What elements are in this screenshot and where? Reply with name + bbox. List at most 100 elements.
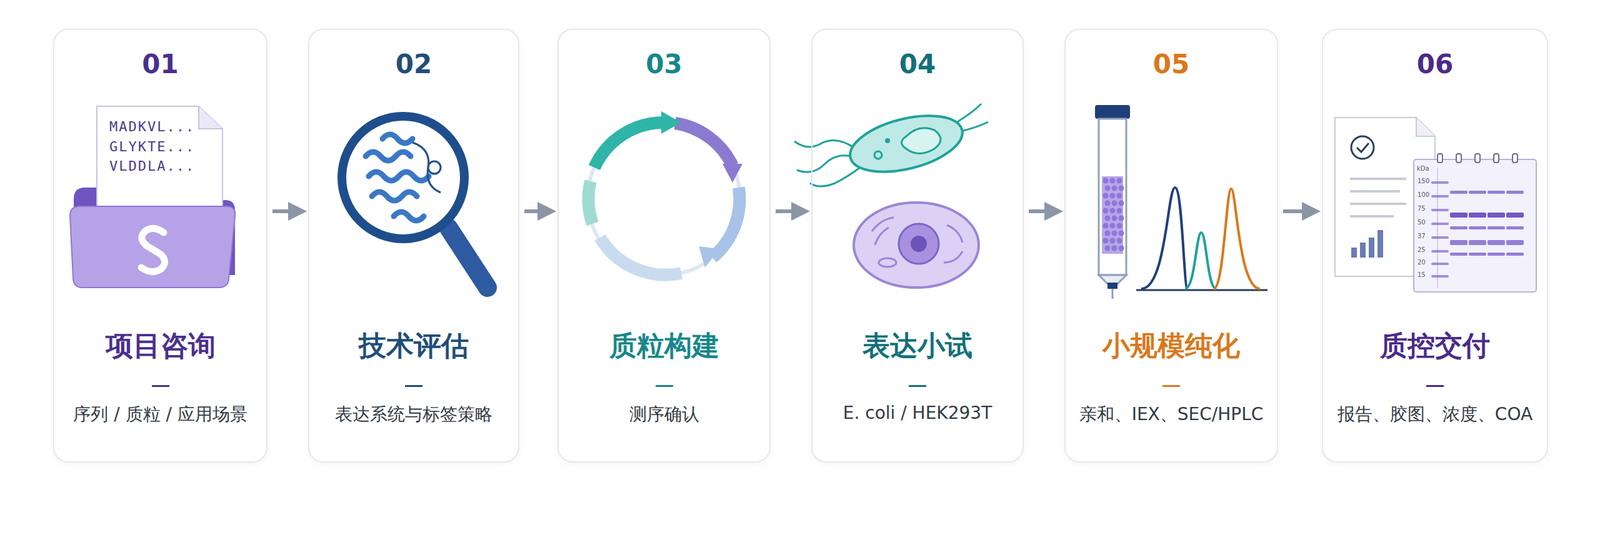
resin-bead [1110,223,1116,229]
step-title: 小规模纯化 [1065,327,1277,365]
step-subtitle: E. coli / HEK293T [812,402,1023,424]
step-number: 05 [1065,48,1277,80]
gel-band [1506,240,1524,245]
ladder-size: 25 [1417,246,1426,254]
gel-band [1487,252,1505,256]
gel-band [1468,252,1487,256]
plasmid-icon [587,111,743,275]
resin-bead [1118,230,1125,237]
resin-bead [1110,238,1116,244]
step-title: 质控交付 [1323,327,1547,365]
flow-arrow [1028,209,1060,214]
chromatogram-icon [1136,187,1268,290]
resin-bead [1103,223,1109,229]
gel-band [1468,240,1487,245]
step-card: 02 技术评估表达系统与标签策略 [308,28,520,463]
step-card: 06 质控交付报告、胶图、浓度、COA [1321,28,1549,463]
report-icon [1335,117,1435,277]
resin-bead [1111,245,1118,252]
ladder-size: 150 [1417,177,1430,185]
gel-band [1431,275,1449,278]
gel-band [1487,226,1505,230]
title-divider [405,385,423,387]
flow-arrow [1283,209,1317,214]
gel-band [1450,212,1468,218]
step-number: 03 [558,48,770,80]
gel-band [1487,190,1505,194]
gel-band [1468,212,1487,218]
step-title: 技术评估 [309,327,519,365]
resin-bead [1116,238,1123,244]
gel-band [1431,262,1449,265]
resin-bead [1105,230,1111,237]
step-subtitle: 报告、胶图、浓度、COA [1323,402,1547,427]
resin-bead [1103,238,1109,244]
step-card: 04表达小试E. coli / HEK293T [811,28,1024,463]
column-icon [1095,105,1130,299]
gel-band [1431,236,1449,239]
ladder-size: 100 [1417,191,1430,199]
gel-band [1431,208,1449,212]
title-divider [655,385,674,387]
gel-band [1450,190,1468,194]
ladder-size: 75 [1417,205,1426,212]
step-title: 项目咨询 [54,327,267,365]
ladder-size: 20 [1417,258,1426,266]
resin-bead [1105,215,1111,222]
step-card: 03质粒构建测序确认 [557,28,771,463]
resin-bead [1105,185,1111,192]
flow-arrow [775,209,807,214]
resin-bead [1118,185,1125,192]
step-number: 04 [812,48,1023,80]
step-subtitle: 测序确认 [558,402,770,427]
resin-bead [1110,208,1116,214]
resin-bead [1111,215,1118,222]
sequence-text: GLYKTE... [109,138,195,155]
title-divider [151,385,170,387]
step-number: 02 [309,48,519,80]
resin-bead [1118,215,1125,222]
gel-icon [1413,153,1537,292]
folder-icon [70,106,235,288]
resin-bead [1103,178,1109,184]
gel-band [1431,181,1449,184]
title-divider [908,385,927,387]
ladder-size: 37 [1417,232,1426,240]
resin-bead [1105,200,1111,207]
resin-bead [1103,193,1109,199]
step-number: 06 [1323,48,1547,80]
step-card: 01项目咨询序列 / 质粒 / 应用场景 [53,28,268,463]
resin-bead [1116,223,1123,229]
step-card: 05 小规模纯化亲和、IEX、SEC/HPLC [1064,28,1279,463]
title-divider [1162,385,1180,387]
flow-arrow [272,209,304,214]
gel-band [1450,240,1468,245]
resin-bead [1118,200,1125,207]
step-subtitle: 序列 / 质粒 / 应用场景 [54,402,267,427]
gel-unit: kDa [1416,165,1430,172]
resin-bead [1111,185,1118,192]
title-divider [1426,385,1444,387]
resin-bead [1105,245,1111,252]
gel-band [1487,240,1505,245]
bacterium-icon [794,103,989,187]
resin-bead [1116,208,1123,214]
ladder-size: 15 [1417,271,1426,279]
sequence-text: MADKVL... [109,118,195,135]
sequence-text: VLDDLA... [109,158,195,174]
resin-bead [1103,208,1109,214]
cell-icon [853,202,979,288]
resin-bead [1116,193,1123,199]
resin-bead [1110,178,1116,184]
magnifier-icon [341,116,488,288]
gel-band [1487,212,1505,218]
gel-band [1450,252,1468,256]
gel-band [1431,195,1449,198]
step-subtitle: 表达系统与标签策略 [309,402,519,427]
resin-bead [1116,178,1123,184]
step-subtitle: 亲和、IEX、SEC/HPLC [1065,402,1277,427]
resin-bead [1111,200,1118,207]
